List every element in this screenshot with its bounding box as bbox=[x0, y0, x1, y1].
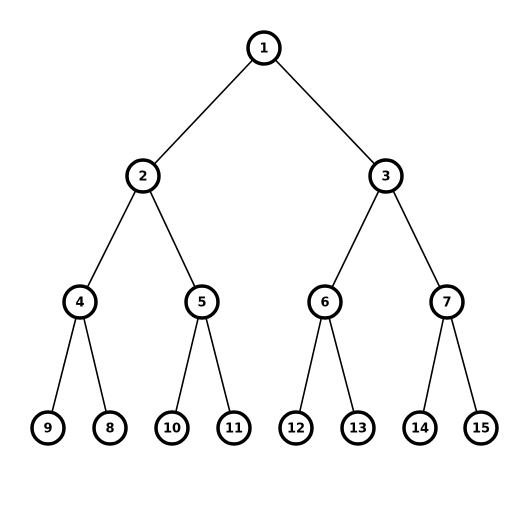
tree-node-5: 5 bbox=[184, 284, 220, 320]
node-label: 7 bbox=[442, 296, 451, 311]
node-circle bbox=[340, 410, 376, 446]
node-label: 9 bbox=[43, 422, 52, 437]
node-label: 3 bbox=[381, 170, 390, 185]
node-circle bbox=[62, 284, 98, 320]
node-label: 8 bbox=[105, 422, 114, 437]
edge-3-7 bbox=[385, 175, 448, 303]
node-circle bbox=[402, 410, 438, 446]
edge-7-15 bbox=[446, 301, 482, 429]
node-circle bbox=[30, 410, 66, 446]
edge-3-6 bbox=[324, 175, 387, 303]
tree-node-15: 15 bbox=[463, 410, 499, 446]
tree-node-10: 10 bbox=[154, 410, 190, 446]
node-circle bbox=[125, 158, 161, 194]
node-circle bbox=[429, 284, 465, 320]
node-label: 4 bbox=[75, 296, 84, 311]
edge-6-12 bbox=[295, 301, 326, 429]
edge-4-8 bbox=[79, 301, 111, 429]
tree-node-14: 14 bbox=[402, 410, 438, 446]
node-label: 6 bbox=[320, 296, 329, 311]
tree-node-9: 9 bbox=[30, 410, 66, 446]
node-circle bbox=[92, 410, 128, 446]
node-circle bbox=[184, 284, 220, 320]
edge-4-9 bbox=[47, 301, 81, 429]
tree-node-3: 3 bbox=[368, 158, 404, 194]
tree-node-13: 13 bbox=[340, 410, 376, 446]
node-label: 1 bbox=[259, 42, 268, 57]
node-label: 5 bbox=[197, 296, 206, 311]
node-label: 10 bbox=[163, 422, 181, 437]
node-label: 13 bbox=[349, 422, 367, 437]
node-label: 11 bbox=[225, 422, 243, 437]
tree-node-4: 4 bbox=[62, 284, 98, 320]
edge-2-5 bbox=[142, 175, 203, 303]
tree-node-6: 6 bbox=[307, 284, 343, 320]
edge-1-3 bbox=[263, 47, 387, 177]
node-label: 2 bbox=[138, 170, 147, 185]
tree-node-7: 7 bbox=[429, 284, 465, 320]
edges bbox=[47, 47, 482, 429]
node-circle bbox=[154, 410, 190, 446]
node-circle bbox=[307, 284, 343, 320]
node-label: 15 bbox=[472, 422, 490, 437]
tree-node-2: 2 bbox=[125, 158, 161, 194]
node-circle bbox=[278, 410, 314, 446]
node-circle bbox=[368, 158, 404, 194]
node-label: 12 bbox=[287, 422, 305, 437]
edge-2-4 bbox=[79, 175, 144, 303]
edge-1-2 bbox=[142, 47, 265, 177]
edge-7-14 bbox=[419, 301, 448, 429]
node-circle bbox=[246, 30, 282, 66]
edge-5-10 bbox=[171, 301, 203, 429]
edge-5-11 bbox=[201, 301, 235, 429]
node-circle bbox=[463, 410, 499, 446]
tree-node-11: 11 bbox=[216, 410, 252, 446]
node-label: 14 bbox=[411, 422, 429, 437]
edge-6-13 bbox=[324, 301, 359, 429]
tree-node-12: 12 bbox=[278, 410, 314, 446]
node-circle bbox=[216, 410, 252, 446]
tree-node-8: 8 bbox=[92, 410, 128, 446]
tree-node-1: 1 bbox=[246, 30, 282, 66]
